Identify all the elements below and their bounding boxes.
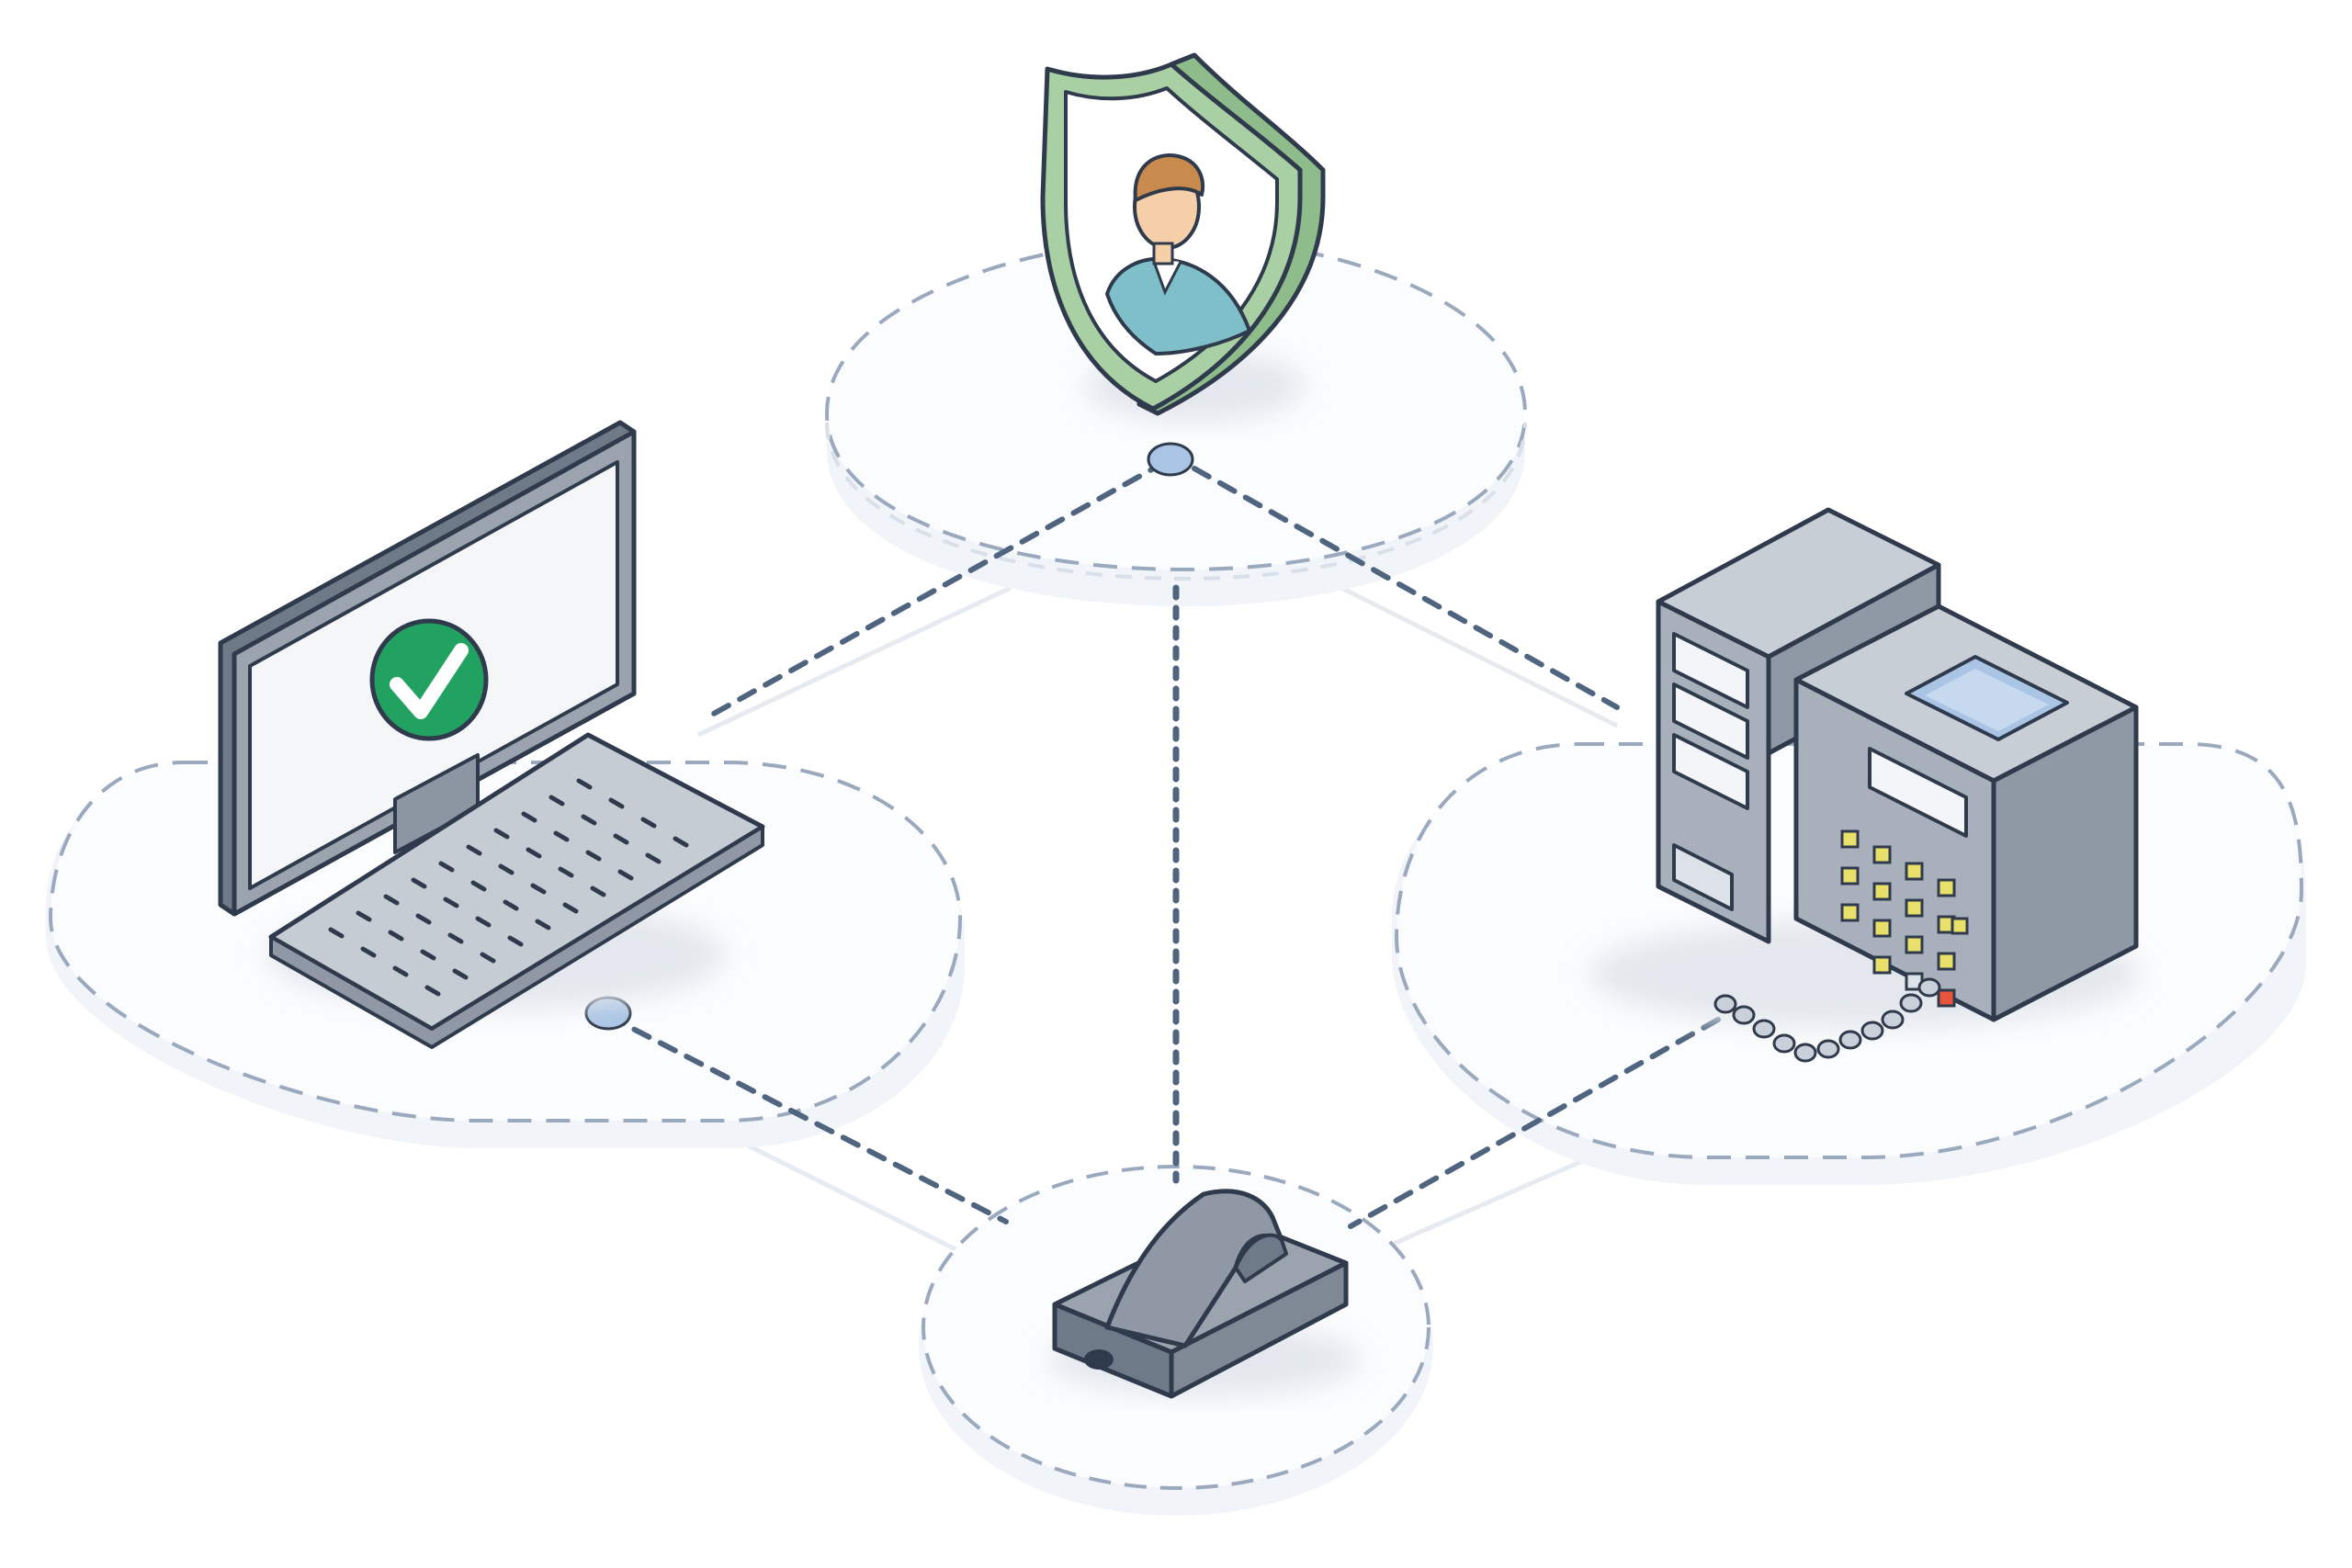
user-shield-icon [1040,52,1326,423]
link-identity-terminal [1192,466,1620,710]
coiled-cable [1713,977,1941,1063]
usb-security-key-icon [1047,1189,1360,1399]
link-workstation-key [605,1013,1009,1224]
connection-links [605,459,1721,1229]
server-keypad-icon [1589,507,2141,1063]
keypad [1840,829,1956,1008]
side-keypad [1951,917,1969,935]
computer-check-icon [218,420,765,1049]
keyboard-keys [328,778,689,997]
link-terminal-key [1348,1017,1721,1229]
drive-bays [1672,632,1749,911]
link-identity-workstation [709,459,1168,717]
port-identity [1147,442,1194,477]
